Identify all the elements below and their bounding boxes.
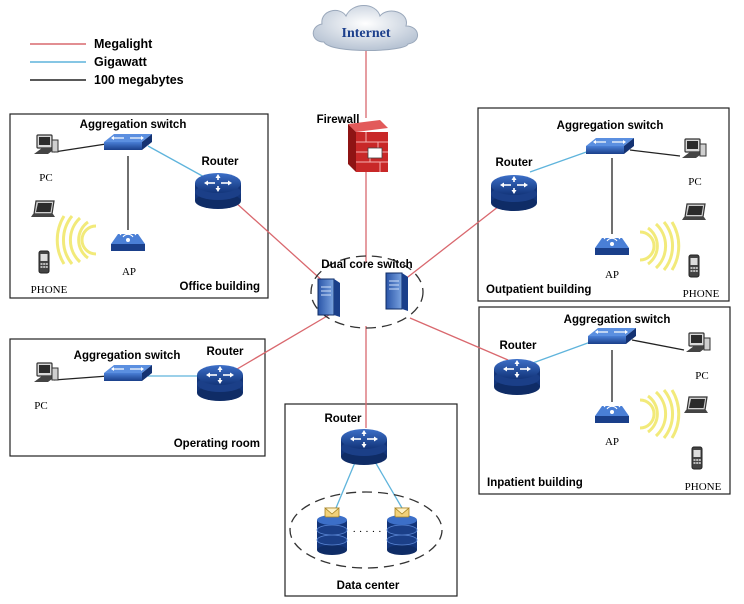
firewall-label: Firewall xyxy=(317,114,360,126)
operating-room-title: Operating room xyxy=(174,438,260,450)
operating-aggregation-label: Aggregation switch xyxy=(74,350,181,362)
outpatient-wifi-signal-icon xyxy=(639,221,681,271)
link-inpatient-router-agg xyxy=(529,339,597,365)
outpatient-aggregation-label: Aggregation switch xyxy=(557,120,664,132)
operating-router-icon xyxy=(196,364,244,402)
office-pc-label: PC xyxy=(39,172,52,184)
core-switch-group xyxy=(310,255,424,329)
office-ap-label: AP xyxy=(122,266,136,278)
inpatient-phone-icon xyxy=(691,446,703,470)
core-server-icon-right xyxy=(385,272,409,312)
core-switch-label: Dual core switch xyxy=(321,259,412,271)
legend-fiber-label: Megalight xyxy=(94,37,153,51)
link-outpatient-router-agg xyxy=(529,149,593,173)
operating-pc-icon xyxy=(33,362,59,383)
connections xyxy=(53,50,685,509)
internet-label: Internet xyxy=(342,26,391,41)
inpatient-phone-label: PHONE xyxy=(685,481,722,493)
outpatient-building-box xyxy=(477,107,730,302)
link-operating-pc-agg xyxy=(53,375,109,381)
office-building-box xyxy=(9,113,269,299)
legend-gigabit-label: Gigawatt xyxy=(94,55,148,69)
database-icon-1 xyxy=(316,507,348,556)
datacenter-router-label: Router xyxy=(324,413,362,425)
operating-pc-label: PC xyxy=(34,400,47,412)
link-office-pc-agg xyxy=(53,143,107,153)
inpatient-router-icon xyxy=(493,358,541,396)
outpatient-pc-label: PC xyxy=(688,176,701,188)
inpatient-building-box xyxy=(478,306,731,495)
link-inpatient-agg-pc xyxy=(631,339,685,351)
outpatient-router-label: Router xyxy=(495,157,533,169)
data-center-box xyxy=(284,403,458,597)
firewall-icon xyxy=(348,120,388,172)
inpatient-aggregation-label: Aggregation switch xyxy=(564,314,671,326)
outpatient-router-icon xyxy=(490,174,538,212)
office-phone-label: PHONE xyxy=(31,284,68,296)
inpatient-ap-icon xyxy=(594,402,630,424)
office-aggregation-label: Aggregation switch xyxy=(80,119,187,131)
link-outpatient-agg-pc xyxy=(629,149,681,157)
inpatient-router-label: Router xyxy=(499,340,537,352)
inpatient-pc-label: PC xyxy=(695,370,708,382)
office-pc-icon xyxy=(33,134,59,155)
link-dc-router-db2 xyxy=(373,459,403,509)
legend: Megalight Gigawatt 100 megabytes xyxy=(30,37,184,87)
inpatient-aggregation-switch-icon xyxy=(587,327,637,345)
office-wifi-signal-icon xyxy=(55,215,97,265)
outpatient-laptop-icon xyxy=(681,203,707,221)
inpatient-building-title: Inpatient building xyxy=(487,477,583,489)
internet-cloud: Internet xyxy=(312,5,418,51)
datacenter-storage-group xyxy=(289,491,443,569)
office-laptop-icon xyxy=(30,200,56,218)
link-core-inpatient-router xyxy=(409,317,509,361)
link-core-operating-router xyxy=(231,311,335,373)
outpatient-pc-icon xyxy=(681,138,707,159)
operating-aggregation-switch-icon xyxy=(103,364,153,382)
link-office-agg-router xyxy=(147,145,207,179)
office-ap-icon xyxy=(110,230,146,252)
inpatient-pc-icon xyxy=(685,332,711,353)
data-center-title: Data center xyxy=(337,580,400,592)
inpatient-wifi-signal-icon xyxy=(639,389,681,439)
datacenter-router-icon xyxy=(340,428,388,466)
inpatient-laptop-icon xyxy=(683,396,709,414)
outpatient-phone-label: PHONE xyxy=(683,288,720,300)
operating-room-box xyxy=(9,338,266,457)
database-icon-2 xyxy=(386,507,418,556)
office-phone-icon xyxy=(38,250,50,274)
datacenter-ellipsis: · · · · · xyxy=(352,526,381,538)
office-building-title: Office building xyxy=(180,281,261,293)
inpatient-ap-label: AP xyxy=(605,436,619,448)
outpatient-ap-icon xyxy=(594,234,630,256)
legend-copper-label: 100 megabytes xyxy=(94,73,184,87)
office-router-label: Router xyxy=(201,156,239,168)
outpatient-ap-label: AP xyxy=(605,269,619,281)
office-router-icon xyxy=(194,172,242,210)
core-server-icon-left xyxy=(317,278,341,318)
outpatient-aggregation-switch-icon xyxy=(585,137,635,155)
outpatient-building-title: Outpatient building xyxy=(486,284,591,296)
link-dc-router-db1 xyxy=(335,459,357,509)
operating-router-label: Router xyxy=(206,346,244,358)
outpatient-phone-icon xyxy=(688,254,700,278)
link-core-outpatient-router xyxy=(403,195,513,281)
link-core-office-router xyxy=(223,191,327,285)
office-aggregation-switch-icon xyxy=(103,133,153,151)
